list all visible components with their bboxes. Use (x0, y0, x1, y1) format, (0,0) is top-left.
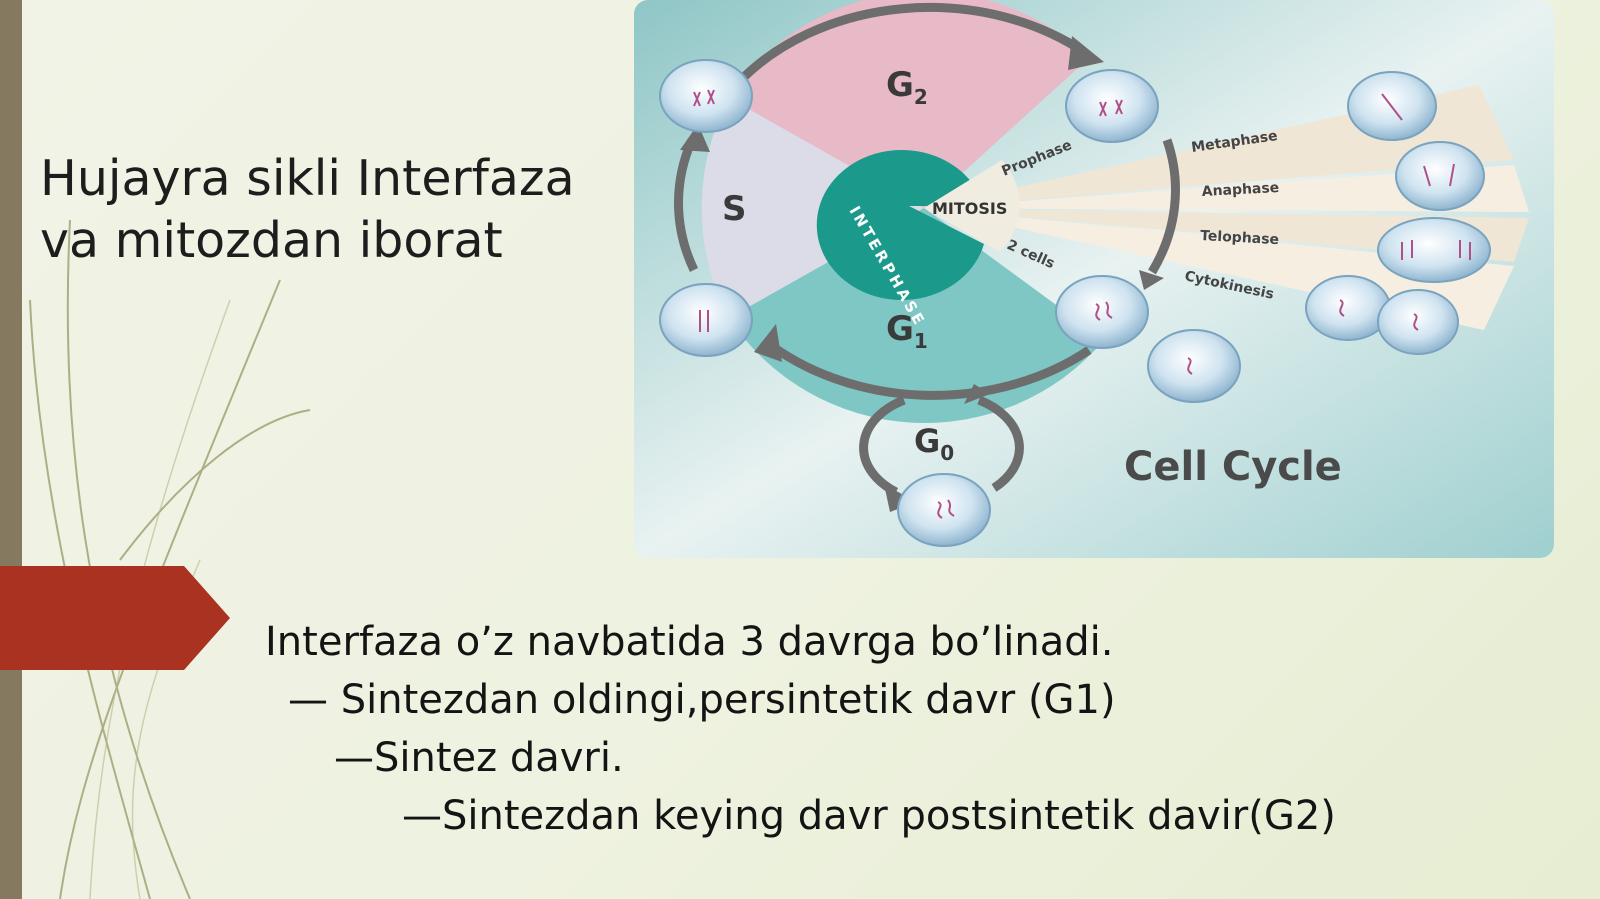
interphase-disc (816, 149, 984, 300)
cell-cycle-diagram: INTERPHASE G2 S G1 MITOSIS Prophase 2 ce… (634, 0, 1554, 558)
g1-label: G1 (886, 309, 928, 353)
g0-arrow-head (964, 384, 990, 404)
phase-label: Anaphase (1201, 180, 1279, 200)
slide-title-line-1: Hujayra sikli Interfaza (40, 150, 575, 207)
cell-icon (1055, 275, 1149, 349)
cell-icon (1377, 289, 1459, 355)
cell-icon (659, 283, 753, 357)
s-label: S (722, 189, 747, 229)
cycle-arrow (674, 3, 1180, 400)
slide-title: Hujayra sikli Interfaza va mitozdan ibor… (40, 148, 620, 272)
body-line-g2: —Sintezdan keying davr postsintetik davi… (402, 793, 1336, 839)
accent-arrow-banner (0, 566, 230, 670)
cell-icon (1147, 329, 1241, 403)
cell-icon (659, 59, 753, 133)
diagram-title: Cell Cycle (1124, 444, 1342, 490)
cell-icon (1377, 217, 1491, 283)
s-segment (701, 98, 924, 318)
cell-icon (1305, 275, 1391, 341)
slide-title-line-2: va mitozdan iborat (40, 212, 503, 269)
body-line-intro: Interfaza o’z navbatida 3 davrga bo’lina… (265, 619, 1114, 665)
body-line-s: —Sintez davri. (334, 735, 624, 781)
interphase-notch (924, 160, 1020, 252)
g0-loop (859, 395, 1024, 497)
chromosomes (693, 89, 1471, 519)
body-line-g1: — Sintezdan oldingi,persintetik davr (G1… (288, 677, 1116, 723)
arrow-heads (680, 36, 1164, 362)
g2-label: G2 (886, 65, 928, 109)
cell-icon (1395, 141, 1485, 211)
g2-segment (729, 0, 1089, 208)
cell-icon (1065, 69, 1159, 143)
phase-label: Telophase (1200, 228, 1280, 248)
g0-label: G0 (914, 422, 954, 465)
left-accent-bar (0, 0, 22, 899)
cell-icon (897, 473, 991, 547)
mitosis-label: MITOSIS (932, 199, 1007, 218)
